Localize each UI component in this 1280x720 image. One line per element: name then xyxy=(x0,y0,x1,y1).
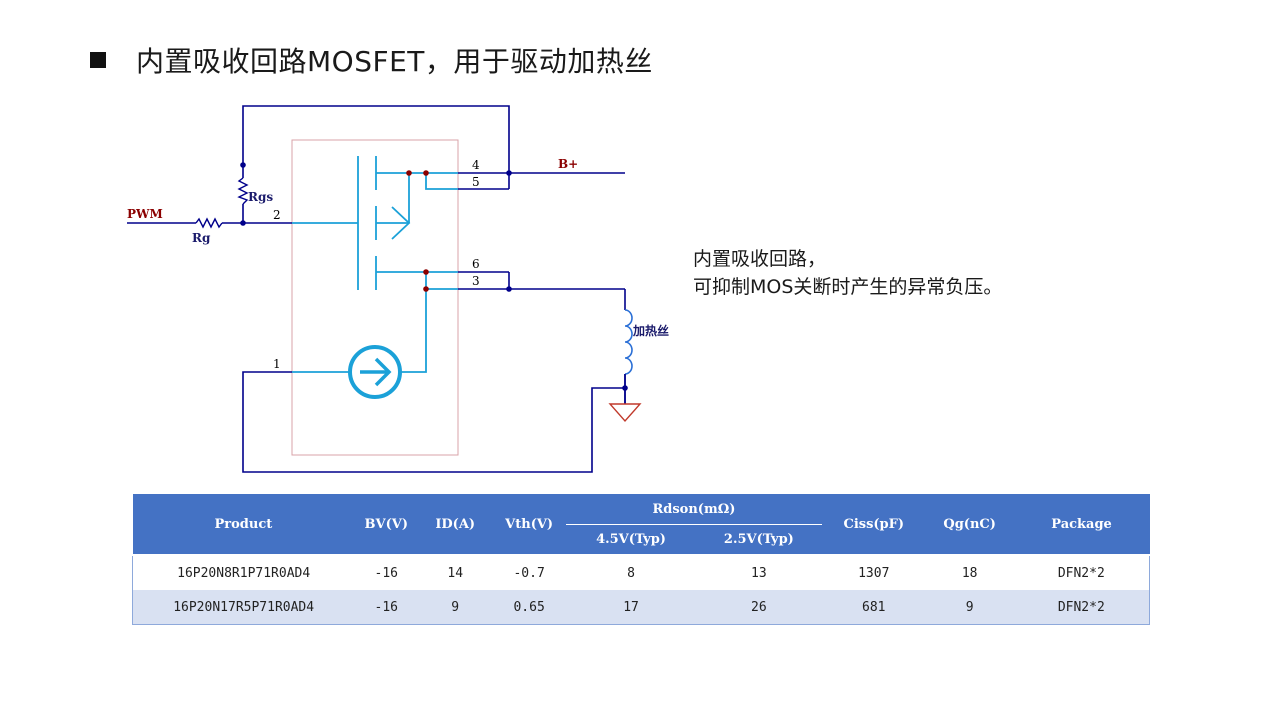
header-id: ID(A) xyxy=(418,494,493,555)
heater-label: 加热丝 xyxy=(632,323,669,338)
cell-vth: 0.65 xyxy=(492,590,567,625)
header-rdson: Rdson(mΩ) xyxy=(566,494,822,525)
cell-vth: -0.7 xyxy=(492,554,567,590)
header-qg: Qg(nC) xyxy=(925,494,1014,555)
rgs-resistor xyxy=(237,177,249,205)
cell-qg: 18 xyxy=(925,554,1014,590)
cell-package: DFN2*2 xyxy=(1013,554,1150,590)
slide-title-row: 内置吸收回路MOSFET，用于驱动加热丝 xyxy=(90,40,653,80)
cell-bv: -16 xyxy=(354,590,419,625)
pwm-label: PWM xyxy=(127,207,163,221)
cell-rdson-4v5: 17 xyxy=(566,590,696,625)
cell-rdson-2v5: 26 xyxy=(695,590,822,625)
rgs-label: Rgs xyxy=(248,190,273,204)
pin-2-label: 2 xyxy=(273,208,281,222)
header-rdson-4v5: 4.5V(Typ) xyxy=(566,524,696,555)
header-bv: BV(V) xyxy=(354,494,419,555)
table-row: 16P20N8R1P71R0AD4 -16 14 -0.7 8 13 1307 … xyxy=(132,554,1150,590)
junction-nodes xyxy=(240,162,628,391)
heater-coil xyxy=(624,309,633,375)
internal-mosfet xyxy=(292,156,458,373)
rg-label: Rg xyxy=(192,231,211,245)
cell-id: 14 xyxy=(418,554,493,590)
header-product: Product xyxy=(132,494,355,555)
cell-rdson-4v5: 8 xyxy=(566,554,696,590)
pin-6-label: 6 xyxy=(472,257,480,271)
note-line-2: 可抑制MOS关断时产生的异常负压。 xyxy=(693,276,1003,298)
rg-resistor xyxy=(195,217,223,229)
ground-icon xyxy=(608,374,642,423)
table-row: 16P20N17R5P71R0AD4 -16 9 0.65 17 26 681 … xyxy=(132,590,1150,625)
b-plus-label: B+ xyxy=(558,157,578,171)
circuit-note: 内置吸收回路， 可抑制MOS关断时产生的异常负压。 xyxy=(693,245,1002,301)
cell-rdson-2v5: 13 xyxy=(695,554,822,590)
pin-1-label: 1 xyxy=(273,357,281,371)
cell-package: DFN2*2 xyxy=(1013,590,1150,625)
cell-ciss: 681 xyxy=(821,590,926,625)
header-ciss: Ciss(pF) xyxy=(821,494,926,555)
external-wiring xyxy=(127,105,626,473)
cell-product: 16P20N17R5P71R0AD4 xyxy=(132,590,355,625)
header-rdson-2v5: 2.5V(Typ) xyxy=(695,524,822,555)
square-bullet-icon xyxy=(90,52,106,68)
slide-title: 内置吸收回路MOSFET，用于驱动加热丝 xyxy=(136,45,653,78)
cell-product: 16P20N8R1P71R0AD4 xyxy=(132,554,355,590)
cell-bv: -16 xyxy=(354,554,419,590)
note-line-1: 内置吸收回路， xyxy=(693,248,827,270)
cell-ciss: 1307 xyxy=(821,554,926,590)
header-package: Package xyxy=(1013,494,1150,555)
absorption-circuit-icon xyxy=(348,345,402,399)
package-outline xyxy=(291,139,459,456)
cell-id: 9 xyxy=(418,590,493,625)
pin-4-label: 4 xyxy=(472,158,480,172)
header-vth: Vth(V) xyxy=(492,494,567,555)
cell-qg: 9 xyxy=(925,590,1014,625)
pin-5-label: 5 xyxy=(472,175,480,189)
spec-table: Product BV(V) ID(A) Vth(V) Rdson(mΩ) Cis… xyxy=(132,494,1150,625)
pin-3-label: 3 xyxy=(472,274,480,288)
